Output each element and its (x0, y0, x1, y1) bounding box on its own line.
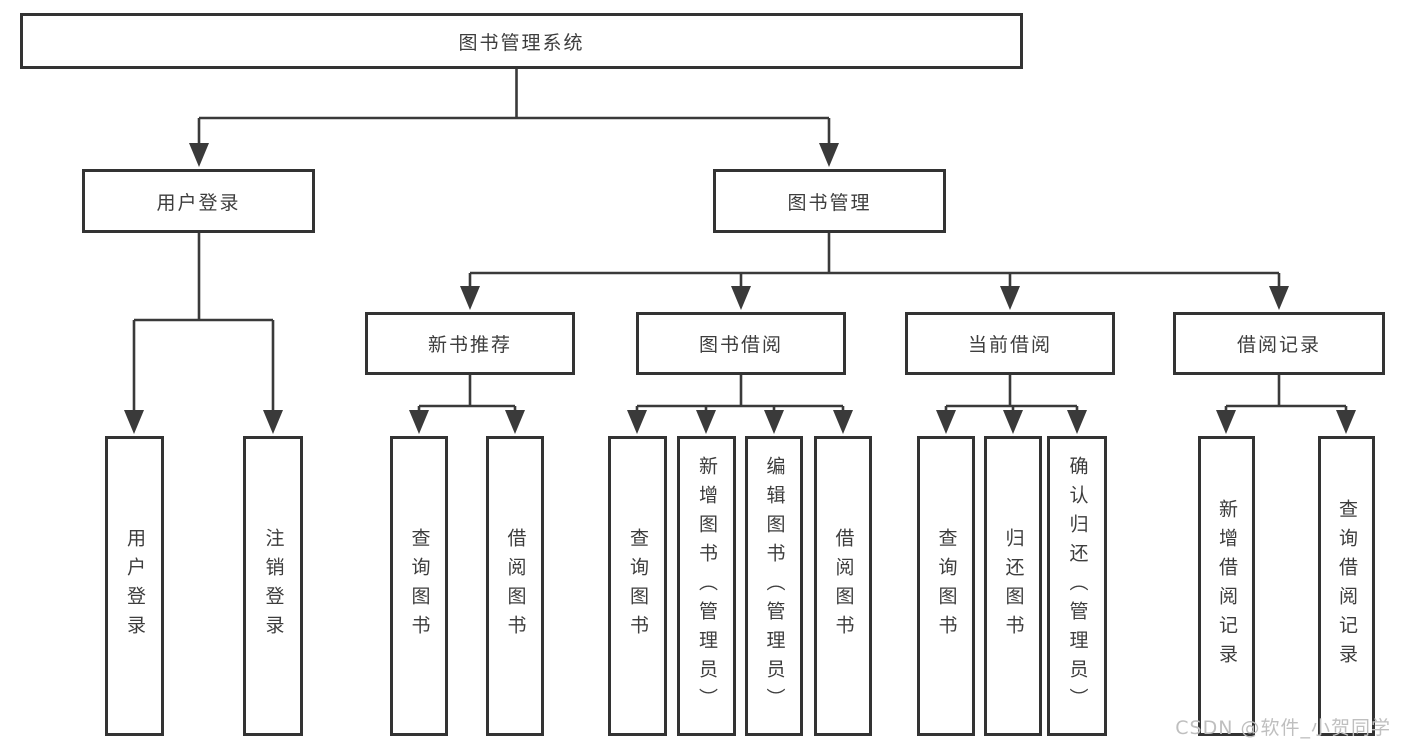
leaf-borrow-add-book-admin: 新增图书（管理员） (677, 436, 736, 736)
node-book-borrowing: 图书借阅 (636, 312, 846, 375)
connector-root-to-level1 (197, 68, 831, 148)
arrowhead-down-icon (263, 410, 283, 434)
leaf-record-query-borrow-record: 查询借阅记录 (1318, 436, 1375, 736)
leaf-label: 查询图书 (627, 528, 649, 644)
arrowhead-down-icon (764, 410, 784, 434)
arrowhead-down-icon (833, 410, 853, 434)
leaf-current-return-books: 归还图书 (984, 436, 1042, 736)
arrowhead-down-icon (460, 286, 480, 310)
node-label: 新书推荐 (427, 334, 512, 356)
leaf-label: 新增借阅记录 (1216, 499, 1238, 673)
node-label: 借阅记录 (1236, 334, 1321, 356)
arrowhead-down-icon (1269, 286, 1289, 310)
leaf-label: 借阅图书 (832, 528, 855, 644)
node-new-book-recommend: 新书推荐 (365, 312, 575, 375)
arrowhead-down-icon (505, 410, 525, 434)
arrowhead-down-icon (1336, 410, 1356, 434)
leaf-borrow-query-books: 查询图书 (608, 436, 667, 736)
leaf-label: 查询图书 (935, 528, 958, 644)
node-label: 当前借阅 (967, 334, 1052, 356)
node-label: 图书管理系统 (458, 31, 585, 54)
leaf-label: 编辑图书（管理员） (763, 455, 786, 717)
node-user-login: 用户登录 (82, 169, 315, 233)
leaf-user-login: 用户登录 (105, 436, 164, 736)
leaf-borrow-borrow-books: 借阅图书 (814, 436, 872, 736)
leaf-current-confirm-return-admin: 确认归还（管理员） (1047, 436, 1107, 736)
arrowhead-down-icon (189, 143, 209, 167)
node-library-management-system: 图书管理系统 (20, 13, 1023, 69)
node-label: 图书管理 (787, 191, 872, 214)
arrowhead-down-icon (731, 286, 751, 310)
connector-borrow-to-leaves (635, 375, 845, 417)
node-label: 用户登录 (156, 191, 241, 214)
arrowhead-down-icon (409, 410, 429, 434)
leaf-logout: 注销登录 (243, 436, 303, 736)
connector-login-to-leaves (132, 233, 275, 415)
connector-record-to-leaves (1224, 375, 1348, 417)
leaf-label: 查询图书 (408, 528, 431, 644)
node-current-borrowing: 当前借阅 (905, 312, 1115, 375)
leaf-newbook-borrow-books: 借阅图书 (486, 436, 544, 736)
arrowhead-down-icon (819, 143, 839, 167)
connector-newbook-to-leaves (417, 375, 517, 417)
arrowhead-down-icon (1003, 410, 1023, 434)
csdn-watermark: CSDN @软件_小贺同学 (1175, 717, 1391, 739)
leaf-label: 用户登录 (124, 528, 146, 644)
arrowheads (124, 143, 1356, 434)
arrowhead-down-icon (1067, 410, 1087, 434)
leaf-label: 确认归还（管理员） (1066, 455, 1089, 717)
leaf-label: 归还图书 (1002, 528, 1025, 644)
leaf-newbook-query-books: 查询图书 (390, 436, 448, 736)
arrowhead-down-icon (936, 410, 956, 434)
leaf-borrow-edit-book-admin: 编辑图书（管理员） (745, 436, 803, 736)
leaf-label: 查询借阅记录 (1336, 499, 1358, 673)
arrowhead-down-icon (627, 410, 647, 434)
node-label: 图书借阅 (698, 334, 783, 356)
leaf-label: 注销登录 (262, 528, 285, 644)
node-borrowing-records: 借阅记录 (1173, 312, 1385, 375)
arrowhead-down-icon (1216, 410, 1236, 434)
leaf-label: 新增图书（管理员） (696, 455, 718, 717)
leaf-label: 借阅图书 (504, 528, 527, 644)
arrowhead-down-icon (124, 410, 144, 434)
leaf-current-query-books: 查询图书 (917, 436, 975, 736)
connector-mgmt-to-sections (468, 233, 1281, 292)
arrowhead-down-icon (1000, 286, 1020, 310)
leaf-record-add-borrow-record: 新增借阅记录 (1198, 436, 1255, 736)
node-book-management: 图书管理 (713, 169, 946, 233)
arrowhead-down-icon (696, 410, 716, 434)
